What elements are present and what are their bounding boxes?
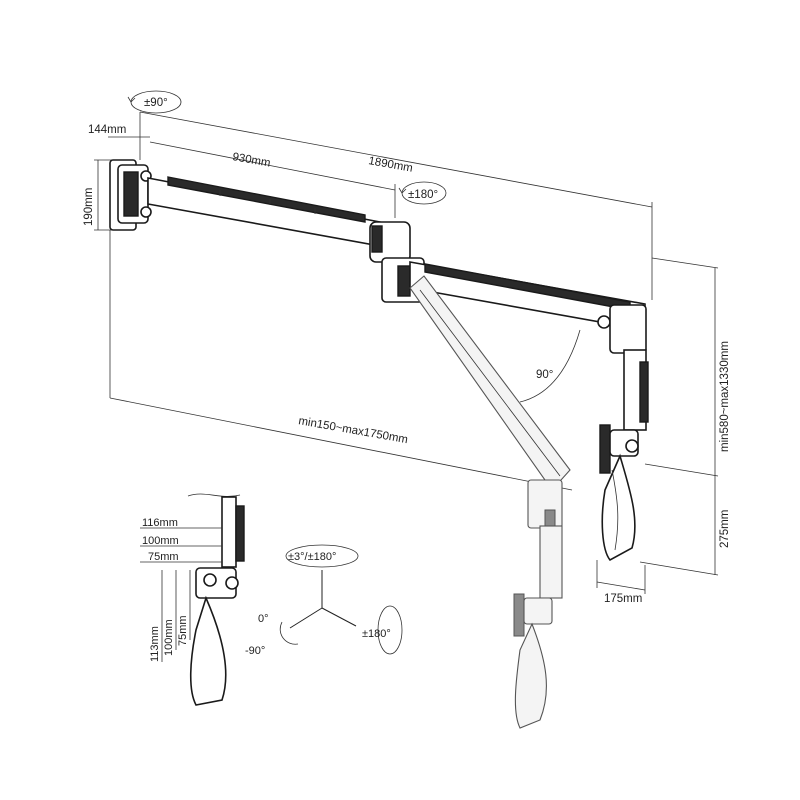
offset-116-label: 116mm — [142, 517, 178, 529]
rotation-180-joint-icon — [398, 181, 447, 205]
total-arm-label: 1890mm — [367, 155, 413, 175]
rotation-90-icon — [127, 90, 182, 114]
tilt-label: ±3°/±180° — [288, 551, 336, 563]
arm-angle-label: 90° — [536, 369, 553, 381]
rotation-top-label: ±90° — [144, 97, 168, 109]
inner-arm-label: 930mm — [231, 151, 271, 169]
detail-view: 116mm 100mm 75mm 113mm 100mm 75mm — [140, 493, 245, 706]
dimension-labels: ±90° ±180° 144mm 930mm 1890mm 190mm min5… — [83, 97, 731, 605]
reach-range-label: min150~max1750mm — [297, 415, 408, 446]
vertical-100-label: 100mm — [163, 619, 175, 656]
pan-rotation-icon — [279, 621, 299, 645]
minus-label: -90° — [245, 645, 265, 657]
rotation-joint-label: ±180° — [408, 189, 438, 201]
inner-arm — [147, 176, 381, 247]
vertical-75-label: 75mm — [177, 615, 189, 646]
tilt-rotation-icon — [285, 544, 359, 568]
outer-arm — [409, 261, 649, 431]
dimension-lines — [94, 111, 719, 594]
vertical-113-label: 113mm — [149, 626, 161, 662]
wall-plate — [109, 159, 152, 231]
plate-height-label: 190mm — [83, 188, 95, 226]
axis-diagram: ±3°/±180° 0° -90° ±180° — [245, 544, 403, 657]
monitor-head-right — [599, 424, 639, 562]
swivel-rotation-icon — [377, 605, 403, 655]
offset-100-label: 100mm — [142, 535, 179, 547]
handle-height-label: 275mm — [719, 510, 731, 548]
offset-75-label: 75mm — [148, 551, 179, 563]
lowered-arm-ghost — [409, 275, 571, 729]
height-range-label: min580~max1330mm — [719, 341, 731, 452]
wall-offset-label: 144mm — [88, 124, 126, 136]
swivel-label: ±180° — [362, 628, 391, 640]
handle-depth-label: 175mm — [604, 593, 642, 605]
zero-label: 0° — [258, 613, 269, 625]
